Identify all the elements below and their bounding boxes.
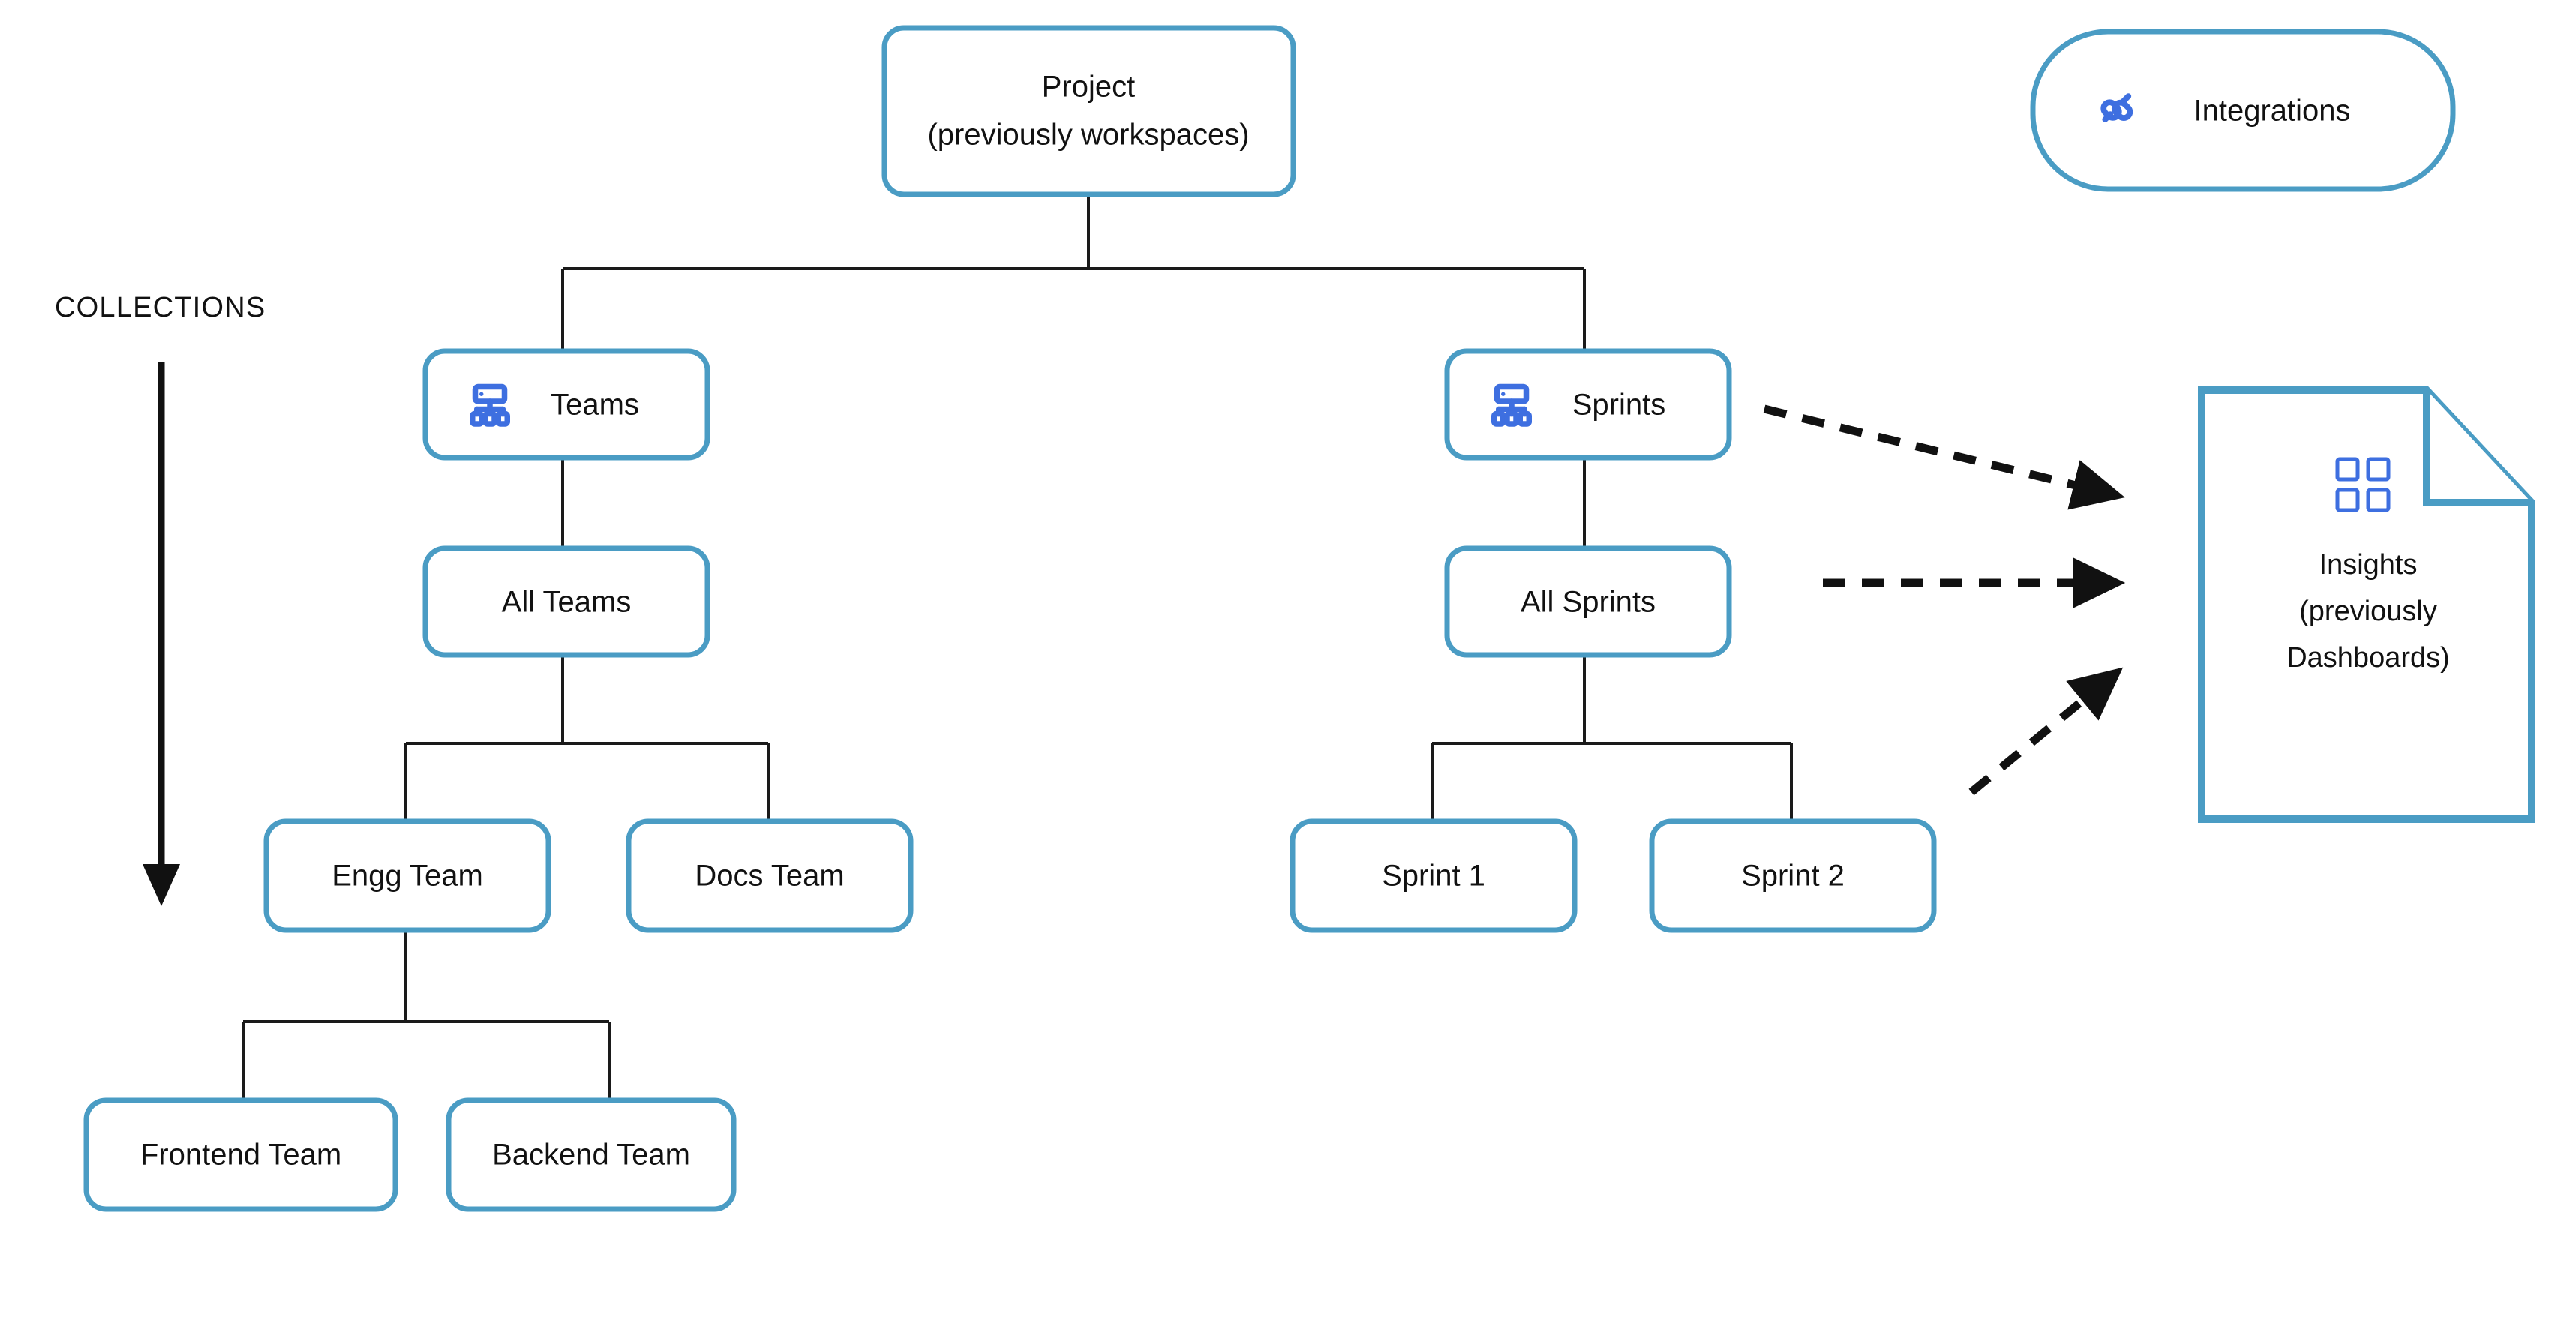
node-backend-team-box[interactable] <box>446 1097 737 1212</box>
node-teams[interactable]: Teams <box>422 348 710 461</box>
node-sprint-1[interactable]: Sprint 1 <box>1290 818 1578 933</box>
node-sprints-label: Sprints <box>1572 389 1666 422</box>
dashed-arrow-sprints-to-insights <box>1763 404 2125 510</box>
node-sprint-2-box[interactable] <box>1649 818 1937 933</box>
node-all-teams[interactable]: All Teams <box>422 545 710 658</box>
connector-engg-branch <box>242 930 611 1100</box>
node-sprints-box[interactable] <box>1444 348 1732 461</box>
node-sprint-1-label: Sprint 1 <box>1382 860 1485 893</box>
node-insights-line1: Insights <box>2319 549 2418 581</box>
connector-sprints-branch <box>1431 458 1793 821</box>
node-backend-team[interactable]: Backend Team <box>446 1097 737 1212</box>
node-docs-team[interactable]: Docs Team <box>626 818 914 933</box>
node-frontend-team-box[interactable] <box>83 1097 398 1212</box>
node-project-box[interactable] <box>881 25 1296 197</box>
node-frontend-team[interactable]: Frontend Team <box>83 1097 398 1212</box>
node-insights-fold <box>2423 390 2532 506</box>
node-docs-team-label: Docs Team <box>695 860 844 893</box>
node-insights[interactable]: Insights (previously Dashboards) <box>2198 386 2535 823</box>
dashed-arrow-sprint2-to-insights <box>1968 667 2124 796</box>
collections-direction-arrow <box>143 362 180 906</box>
node-sprint-1-box[interactable] <box>1290 818 1578 933</box>
node-all-sprints-box[interactable] <box>1444 545 1732 658</box>
node-engg-team[interactable]: Engg Team <box>263 818 551 933</box>
node-all-sprints[interactable]: All Sprints <box>1444 545 1732 658</box>
node-integrations[interactable]: Integrations <box>2030 29 2456 192</box>
node-engg-team-label: Engg Team <box>332 860 483 893</box>
node-project-line2: (previously workspaces) <box>927 119 1249 152</box>
node-integrations-label: Integrations <box>2193 95 2350 128</box>
node-all-sprints-label: All Sprints <box>1521 586 1656 619</box>
connector-teams-branch <box>404 458 770 821</box>
node-frontend-team-label: Frontend Team <box>140 1139 341 1172</box>
node-docs-team-box[interactable] <box>626 818 914 933</box>
node-engg-team-box[interactable] <box>263 818 551 933</box>
node-teams-label: Teams <box>551 389 639 422</box>
hierarchy-icon <box>1491 383 1532 427</box>
hierarchy-icon <box>470 383 510 427</box>
node-sprint-2-label: Sprint 2 <box>1741 860 1845 893</box>
node-insights-line3: Dashboards) <box>2286 642 2450 674</box>
node-sprint-2[interactable]: Sprint 2 <box>1649 818 1937 933</box>
node-all-teams-label: All Teams <box>502 586 632 619</box>
node-sprints[interactable]: Sprints <box>1444 348 1732 461</box>
node-all-teams-box[interactable] <box>422 545 710 658</box>
node-project-line1: Project <box>1042 71 1136 104</box>
node-integrations-box[interactable] <box>2030 29 2456 192</box>
node-project[interactable]: Project (previously workspaces) <box>881 25 1296 197</box>
dashboard-grid-icon <box>2335 457 2391 512</box>
collections-label: COLLECTIONS <box>55 292 266 323</box>
node-teams-box[interactable] <box>422 348 710 461</box>
node-backend-team-label: Backend Team <box>492 1139 690 1172</box>
plug-connection-icon <box>2100 93 2133 122</box>
node-insights-line2: (previously <box>2299 596 2437 627</box>
connector-project-to-branch <box>561 194 1586 351</box>
